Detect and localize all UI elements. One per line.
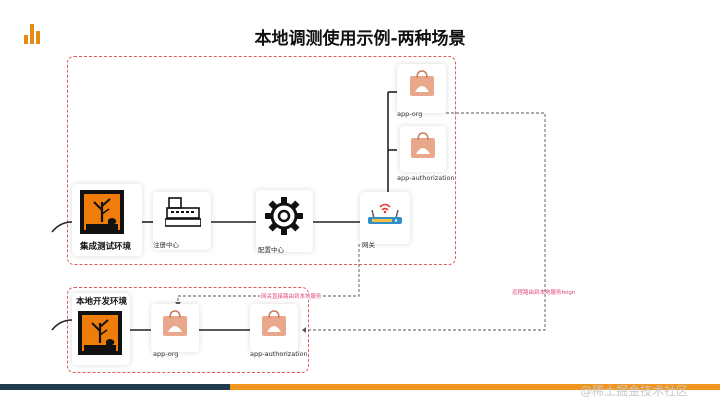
hazard-environment-icon xyxy=(80,190,124,234)
footer-bar-orange xyxy=(230,384,720,390)
shopping-bag-icon xyxy=(262,310,286,336)
local-env-label: 本地开发环境 xyxy=(76,297,128,307)
registry-node: 注册中心 xyxy=(153,192,211,250)
cash-register-icon xyxy=(165,197,201,227)
app-authorization-local-label: app-authorization xyxy=(250,350,308,358)
app-authorization-label: app-authorization xyxy=(397,174,455,182)
feign-route-note: 远程路由到本地服务feign xyxy=(512,290,576,296)
integration-env-label: 集成测试环境 xyxy=(80,242,132,252)
app-authorization-local-node: app-authorization xyxy=(250,304,308,358)
footer-bar-dark xyxy=(0,384,230,390)
shopping-bag-icon xyxy=(410,70,434,96)
app-org-node: app-org xyxy=(397,64,446,118)
app-org-local-label: app-org xyxy=(153,350,179,358)
integration-env-node: 集成测试环境 xyxy=(72,184,142,256)
local-env-node: 本地开发环境 xyxy=(72,293,130,365)
hazard-environment-icon xyxy=(78,311,122,355)
gear-icon xyxy=(265,197,303,235)
app-authorization-node: app-authorization xyxy=(397,126,455,182)
watermark: @稀土掘金技术社区 xyxy=(580,384,689,398)
page-title: 本地调测使用示例-两种场景 xyxy=(254,29,466,49)
wifi-router-icon xyxy=(368,203,402,224)
gateway-route-note: 网关直接路由到本地服务 xyxy=(260,292,323,300)
config-center-label: 配置中心 xyxy=(258,246,284,254)
app-org-label: app-org xyxy=(397,110,423,118)
shopping-bag-icon xyxy=(163,310,187,336)
app-org-local-node: app-org xyxy=(151,304,199,358)
integration-env-group xyxy=(67,56,456,265)
gateway-label: 网关 xyxy=(362,241,375,249)
gateway-node: 网关 xyxy=(360,192,410,249)
config-center-node: 配置中心 xyxy=(256,190,313,254)
shopping-bag-icon xyxy=(411,132,435,158)
bar-chart-logo-icon xyxy=(24,22,42,44)
registry-label: 注册中心 xyxy=(153,241,179,249)
